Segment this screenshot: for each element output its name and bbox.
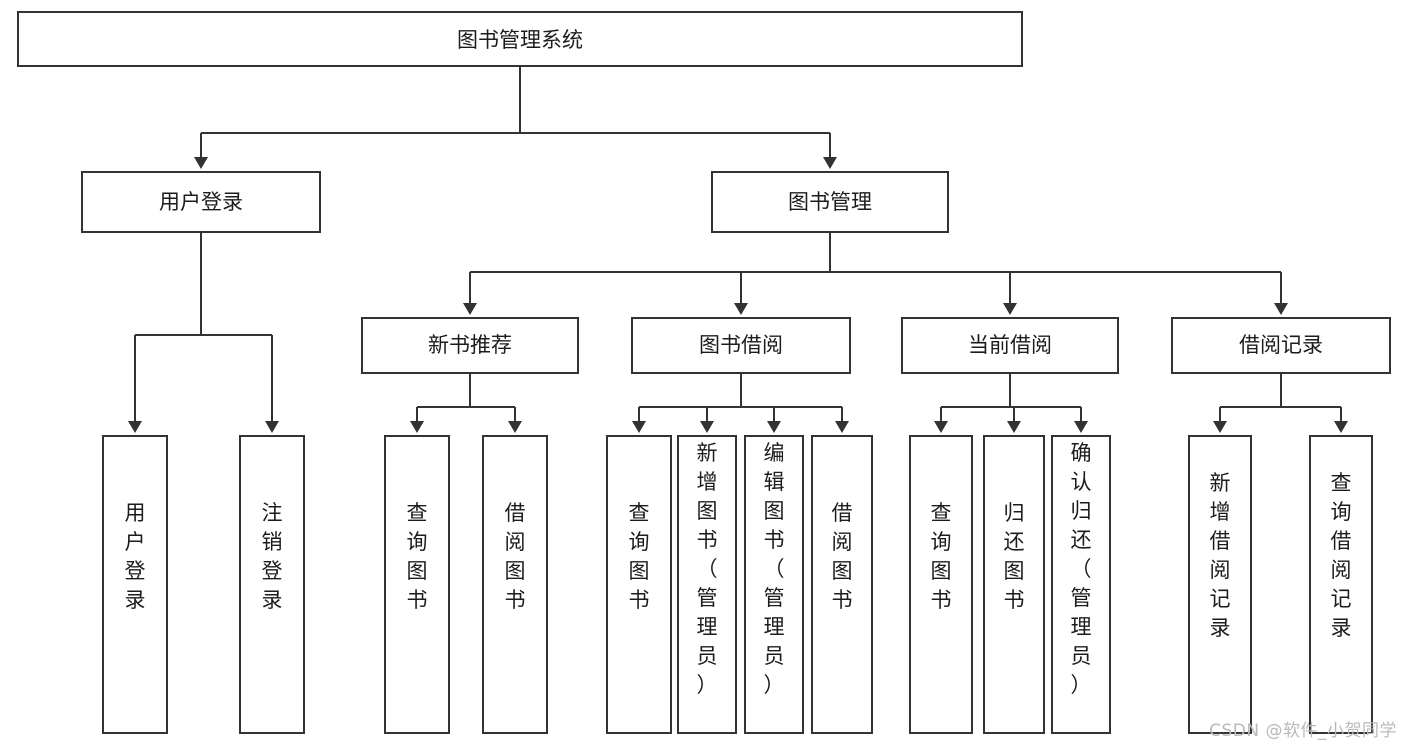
node-book-manage[interactable]: 图书管理	[710, 170, 950, 234]
node-new-book-recommend-label: 新书推荐	[428, 333, 512, 357]
node-leaf-borrow-book-2-label: 借阅图书	[832, 501, 853, 612]
node-leaf-add-book-admin[interactable]: 新增图书（管理员）	[676, 434, 738, 735]
node-leaf-borrow-book-1-label: 借阅图书	[505, 501, 526, 612]
connector-group-book-manage-to-level3	[463, 232, 1288, 315]
node-book-manage-box[interactable]	[710, 170, 950, 234]
node-leaf-add-borrow-record-box[interactable]	[1187, 434, 1253, 735]
connector-group-current-borrow-to-leaves	[934, 373, 1088, 433]
node-root-box[interactable]	[16, 10, 1024, 68]
node-leaf-query-borrow-record-label: 查询借阅记录	[1331, 471, 1352, 640]
node-current-borrow[interactable]: 当前借阅	[900, 316, 1120, 375]
node-leaf-confirm-return-admin-label: 确认归还（管理员）	[1071, 441, 1092, 697]
node-leaf-user-login-label: 用户登录	[125, 501, 146, 612]
node-book-borrow[interactable]: 图书借阅	[630, 316, 852, 375]
connector-group-new-book-recommend-to-leaves	[410, 373, 522, 433]
node-leaf-query-book-1[interactable]: 查询图书	[383, 434, 451, 735]
connector-group-borrow-record-to-leaves	[1213, 373, 1348, 433]
node-leaf-logout-label: 注销登录	[262, 501, 283, 612]
node-leaf-borrow-book-2[interactable]: 借阅图书	[810, 434, 874, 735]
node-leaf-logout-box[interactable]	[238, 434, 306, 735]
node-leaf-query-book-2-label: 查询图书	[629, 501, 650, 612]
node-leaf-query-borrow-record[interactable]: 查询借阅记录	[1308, 434, 1374, 735]
node-new-book-recommend-box[interactable]	[360, 316, 580, 375]
node-leaf-edit-book-admin-label: 编辑图书（管理员）	[764, 441, 785, 697]
node-leaf-return-book-label: 归还图书	[1004, 501, 1025, 612]
node-book-borrow-box[interactable]	[630, 316, 852, 375]
node-root[interactable]: 图书管理系统	[16, 10, 1024, 68]
node-leaf-confirm-return-admin-box[interactable]	[1050, 434, 1112, 735]
node-leaf-logout[interactable]: 注销登录	[238, 434, 306, 735]
node-leaf-return-book[interactable]: 归还图书	[982, 434, 1046, 735]
node-leaf-query-book-3-label: 查询图书	[931, 501, 952, 612]
node-borrow-record[interactable]: 借阅记录	[1170, 316, 1392, 375]
node-new-book-recommend[interactable]: 新书推荐	[360, 316, 580, 375]
leaf-nodes: 用户登录 注销登录 查询图书 借阅图书 查询图书 新增图书（管理员）	[101, 434, 1374, 735]
node-current-borrow-label: 当前借阅	[968, 333, 1052, 357]
node-book-borrow-label: 图书借阅	[699, 333, 783, 357]
node-user-login-label: 用户登录	[159, 190, 243, 214]
node-leaf-query-borrow-record-box[interactable]	[1308, 434, 1374, 735]
connector-group-book-borrow-to-leaves	[632, 373, 849, 433]
node-leaf-user-login-box[interactable]	[101, 434, 169, 735]
node-leaf-user-login[interactable]: 用户登录	[101, 434, 169, 735]
node-leaf-add-borrow-record[interactable]: 新增借阅记录	[1187, 434, 1253, 735]
node-current-borrow-box[interactable]	[900, 316, 1120, 375]
node-leaf-borrow-book-1[interactable]: 借阅图书	[481, 434, 549, 735]
node-leaf-edit-book-admin[interactable]: 编辑图书（管理员）	[743, 434, 805, 735]
node-book-manage-label: 图书管理	[788, 190, 872, 214]
node-leaf-query-book-1-label: 查询图书	[407, 501, 428, 612]
node-leaf-return-book-box[interactable]	[982, 434, 1046, 735]
node-leaf-confirm-return-admin[interactable]: 确认归还（管理员）	[1050, 434, 1112, 735]
node-leaf-query-book-1-box[interactable]	[383, 434, 451, 735]
node-borrow-record-box[interactable]	[1170, 316, 1392, 375]
node-leaf-add-borrow-record-label: 新增借阅记录	[1210, 471, 1231, 640]
node-root-label: 图书管理系统	[457, 28, 583, 52]
node-leaf-add-book-admin-label: 新增图书（管理员）	[697, 441, 718, 697]
node-user-login[interactable]: 用户登录	[80, 170, 322, 234]
node-leaf-query-book-2[interactable]: 查询图书	[605, 434, 673, 735]
connector-group-user-login-to-leaves	[128, 232, 279, 433]
node-leaf-borrow-book-1-box[interactable]	[481, 434, 549, 735]
node-borrow-record-label: 借阅记录	[1239, 333, 1323, 357]
node-leaf-borrow-book-2-box[interactable]	[810, 434, 874, 735]
node-leaf-edit-book-admin-box[interactable]	[743, 434, 805, 735]
node-leaf-query-book-3-box[interactable]	[908, 434, 974, 735]
connector-group-root-to-level2	[194, 66, 837, 169]
node-leaf-query-book-3[interactable]: 查询图书	[908, 434, 974, 735]
node-leaf-query-book-2-box[interactable]	[605, 434, 673, 735]
node-user-login-box[interactable]	[80, 170, 322, 234]
node-leaf-add-book-admin-box[interactable]	[676, 434, 738, 735]
